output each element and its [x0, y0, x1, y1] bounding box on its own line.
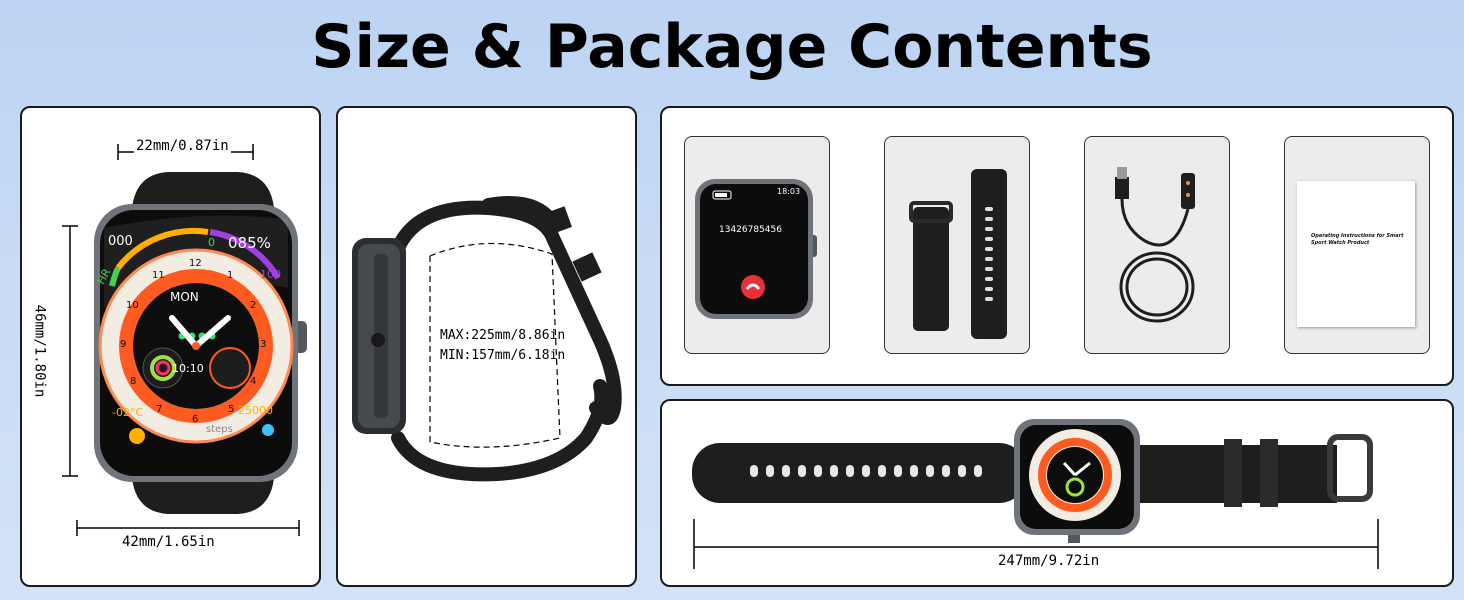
top-width-label: 22mm/0.87in [134, 138, 231, 154]
min-length-label: MIN:157mm/6.18in [440, 348, 566, 363]
package-item-strap [884, 136, 1030, 354]
flat-view-panel: 247mm/9.72in [660, 399, 1454, 587]
dial-1: 1 [227, 270, 234, 281]
dial-2: 2 [250, 300, 257, 311]
package-panel: 18:03 13426785456 [660, 106, 1454, 386]
watch-side [352, 196, 622, 482]
steps-value: 25000 [238, 404, 273, 417]
dial-8: 8 [130, 376, 137, 387]
dial-11: 11 [152, 270, 165, 281]
strap-pieces [909, 169, 1007, 339]
time-label: 10:10 [172, 362, 204, 375]
battery-max: 100 [260, 268, 281, 281]
charging-cable [1115, 167, 1195, 323]
steps-label: steps [206, 424, 233, 435]
manual-sheet [1297, 181, 1415, 327]
battery-min: 0 [208, 236, 215, 249]
day-label: MON [170, 290, 199, 304]
watch-front [94, 172, 307, 514]
height-label: 46mm/1.80in [31, 302, 48, 400]
total-length-label: 247mm/9.72in [998, 553, 1100, 569]
watch-flat [692, 419, 1379, 569]
dial-12: 12 [189, 258, 202, 269]
dial-5: 5 [228, 404, 235, 415]
dial-3: 3 [260, 339, 267, 350]
front-view-panel: 22mm/0.87in 46mm/1.80in 42mm/1.65in [20, 106, 321, 587]
caller-number: 13426785456 [719, 225, 782, 235]
temperature-value: -02°C [112, 406, 144, 419]
page-title: Size & Package Contents [311, 12, 1153, 82]
battery-value: 085% [228, 234, 271, 252]
call-time: 18:03 [777, 187, 801, 196]
package-item-watch: 18:03 13426785456 [684, 136, 830, 354]
max-length-label: MAX:225mm/8.86in [440, 328, 566, 343]
dial-6: 6 [192, 414, 199, 425]
manual-text: Operating Instructions for Smart Sport W… [1311, 233, 1404, 246]
package-item-cable [1084, 136, 1230, 354]
dial-7: 7 [156, 404, 163, 415]
dial-9: 9 [120, 339, 127, 350]
heart-rate-value: 000 [108, 234, 133, 249]
package-item-manual: Operating Instructions for Smart Sport W… [1284, 136, 1430, 354]
watch-call-screen [695, 179, 817, 319]
bottom-width-label: 42mm/1.65in [122, 534, 215, 550]
dial-4: 4 [250, 376, 257, 387]
side-view-panel: MAX:225mm/8.86in MIN:157mm/6.18in [336, 106, 637, 587]
dial-10: 10 [126, 300, 139, 311]
